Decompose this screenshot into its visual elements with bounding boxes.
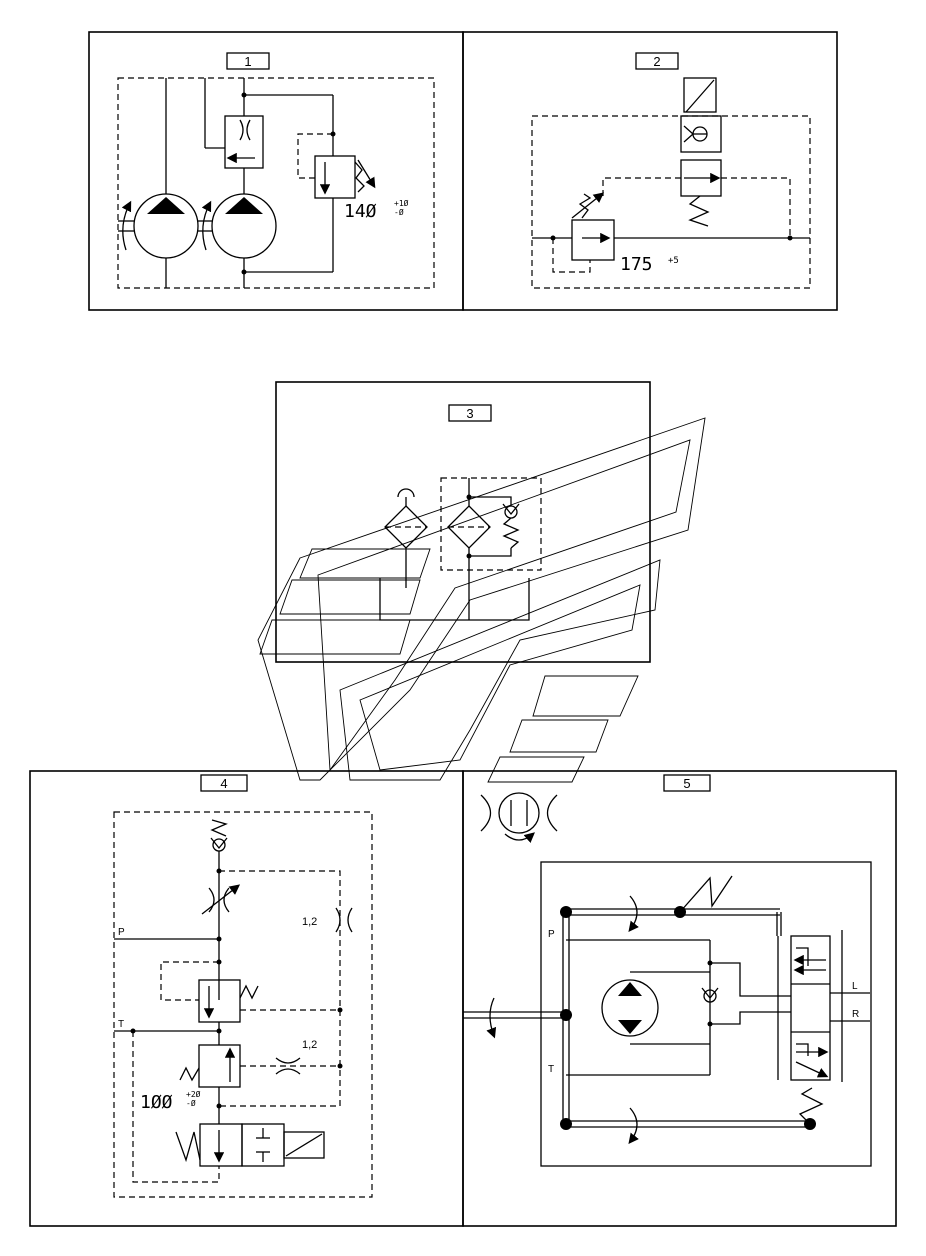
port-r: R: [852, 1009, 859, 1020]
relief-setting: 14Ø: [344, 201, 377, 222]
panel-2: 2 175 +5: [462, 31, 838, 311]
panel-5-number: 5: [683, 776, 690, 791]
panel-1: 1: [88, 31, 464, 311]
flow-control-valve: [204, 78, 333, 169]
pump-symbol-right: [198, 168, 277, 288]
panel-1-number-box: [226, 52, 270, 70]
adjustable-throttle: [201, 884, 241, 915]
panel-4-boundary: [113, 811, 373, 1198]
panel-5: 5: [462, 770, 897, 1227]
panel-2-number: 2: [653, 54, 660, 69]
tolerance-upper: +1Ø: [394, 198, 409, 208]
panel-2-boundary: [531, 115, 811, 289]
port-t-5: T: [548, 1064, 554, 1075]
hose-lines: [463, 875, 824, 1128]
node-top-mid: [674, 906, 686, 918]
directional-valve: [777, 935, 831, 1081]
relief-valve-2: [552, 192, 615, 273]
steering-motor-symbol: [480, 792, 558, 844]
breather-filter: [384, 488, 428, 588]
pressure-valve-4: [160, 959, 343, 1023]
panel-5-number-box: [663, 774, 711, 792]
relief-valve-4: 1,2: [179, 1039, 343, 1088]
port-l: L: [852, 981, 858, 992]
panel-1-boundary: [117, 77, 435, 289]
panel-2-number-box: [635, 52, 679, 70]
panel-4-number: 4: [220, 776, 227, 791]
solenoid-check-valve: [680, 77, 722, 227]
panel-3: 3: [275, 381, 651, 663]
check-valve-5: [701, 987, 719, 1003]
node-bottom-left: [560, 1118, 572, 1130]
panel-1-number: 1: [244, 54, 251, 69]
panel-3-number-box: [448, 404, 492, 422]
port-p: P: [118, 927, 125, 938]
pump-symbol-left: [118, 78, 199, 288]
panel-4-number-box: [200, 774, 248, 792]
tolerance-lower-4: -Ø: [186, 1098, 196, 1108]
reservoir: [379, 578, 530, 621]
relief-setting-4: 1ØØ: [140, 1092, 173, 1113]
port-p-5: P: [548, 929, 555, 940]
port-t: T: [118, 1019, 124, 1030]
node-top-left: [560, 906, 572, 918]
relief-valve-1: [241, 95, 376, 275]
tolerance-upper-2: +5: [668, 256, 679, 266]
metering-motor: [601, 971, 710, 1045]
watermark-logo: [257, 417, 706, 783]
relief-setting-2: 175: [620, 254, 653, 275]
orifice-label-2: 1,2: [302, 1039, 317, 1051]
tolerance-upper-4: +2Ø: [186, 1089, 201, 1099]
return-filter: [447, 478, 520, 620]
solenoid-valve-4: [175, 1123, 325, 1167]
panel-4: 4 1,2 P T: [29, 770, 464, 1227]
check-valve-top: [210, 819, 228, 852]
steering-unit-boundary: [540, 861, 872, 1167]
node-mid-left: [560, 1009, 572, 1021]
panel-3-number: 3: [466, 406, 473, 421]
node-bottom-right: [804, 1118, 816, 1130]
tolerance-lower: -Ø: [394, 207, 404, 217]
orifice-label-1: 1,2: [302, 916, 317, 928]
return-filter-boundary: [440, 477, 542, 571]
